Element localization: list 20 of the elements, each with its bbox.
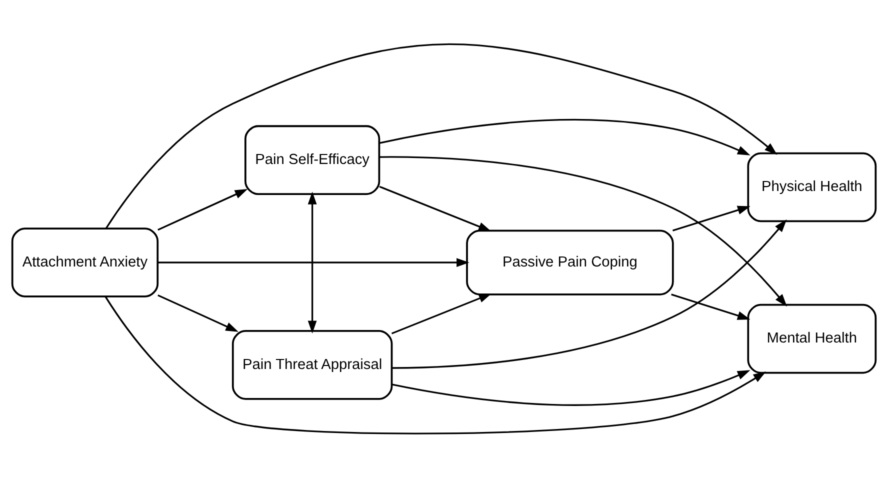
node-box: Pain Self-Efficacy <box>244 125 380 195</box>
arrow <box>671 294 750 320</box>
node-box: Mental Health <box>747 304 877 374</box>
node-box: Pain Threat Appraisal <box>232 330 393 400</box>
arrow <box>672 206 750 232</box>
arrow <box>105 43 778 229</box>
node-box: Attachment Anxiety <box>11 228 159 298</box>
arrow <box>392 219 787 369</box>
arrow <box>308 192 317 334</box>
arrow <box>392 370 750 406</box>
arrow <box>158 189 248 231</box>
arrow <box>391 293 492 334</box>
node-box: Passive Pain Coping <box>466 230 674 296</box>
arrow <box>379 186 492 232</box>
arrow <box>158 258 470 267</box>
arrow <box>379 118 750 156</box>
node-box: Physical Health <box>747 152 877 222</box>
arrow <box>104 296 766 434</box>
arrow <box>379 156 788 307</box>
arrow <box>158 294 238 332</box>
